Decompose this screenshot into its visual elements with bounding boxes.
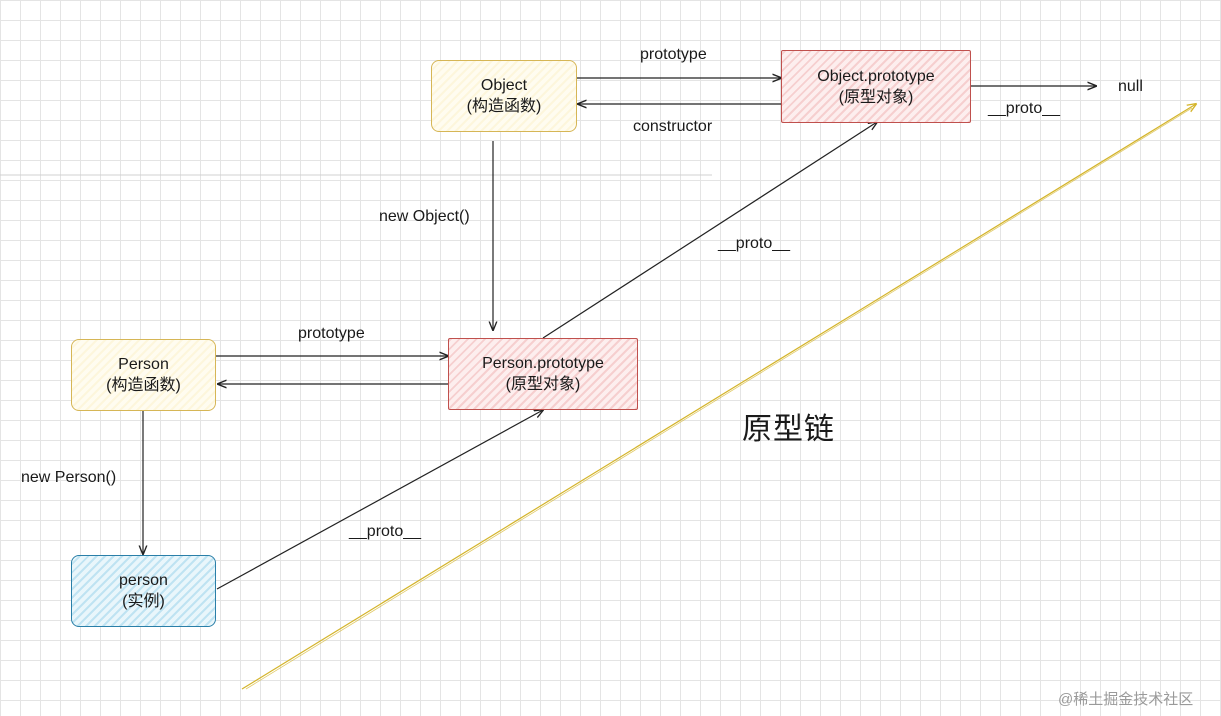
instance-node-kind: (实例) [122, 593, 165, 610]
prototype-chain-title: 原型链 [742, 413, 835, 446]
person-constructor-node: Person (构造函数) [71, 339, 216, 411]
prototype-chain-arrow [241, 104, 1196, 690]
person-prototype-name: Person.prototype [482, 355, 604, 372]
null-node: null [1118, 78, 1143, 95]
object-prototype-kind: (原型对象) [838, 88, 914, 106]
prototype-chain-arrow-sketch [245, 107, 1193, 690]
object-constructor-node: Object (构造函数) [431, 60, 577, 132]
instance-proto-label: __proto__ [349, 523, 422, 540]
object-prototype-name: Object.prototype [817, 67, 935, 85]
new-person-label: new Person() [21, 469, 117, 486]
object-node-kind: (构造函数) [466, 98, 542, 115]
object-proto-null-label: __proto__ [988, 100, 1061, 117]
person-prototype-label: prototype [298, 325, 365, 342]
object-constructor-label: constructor [633, 118, 713, 135]
person-node-name: Person [118, 356, 169, 373]
edge-person-prototype-proto [542, 122, 877, 339]
watermark: @稀土掘金技术社区 [1058, 691, 1194, 708]
object-prototype-node: Object.prototype (原型对象) [781, 50, 971, 123]
new-object-label: new Object() [379, 208, 470, 225]
person-prototype-proto-label: __proto__ [718, 235, 791, 252]
person-instance-node: person (实例) [71, 555, 216, 627]
person-prototype-kind: (原型对象) [505, 376, 581, 393]
instance-node-name: person [119, 572, 168, 589]
person-node-kind: (构造函数) [106, 377, 181, 394]
person-prototype-node: Person.prototype (原型对象) [448, 338, 638, 410]
edge-instance-proto [216, 410, 543, 590]
object-node-name: Object [480, 77, 528, 94]
object-prototype-label: prototype [640, 46, 707, 63]
